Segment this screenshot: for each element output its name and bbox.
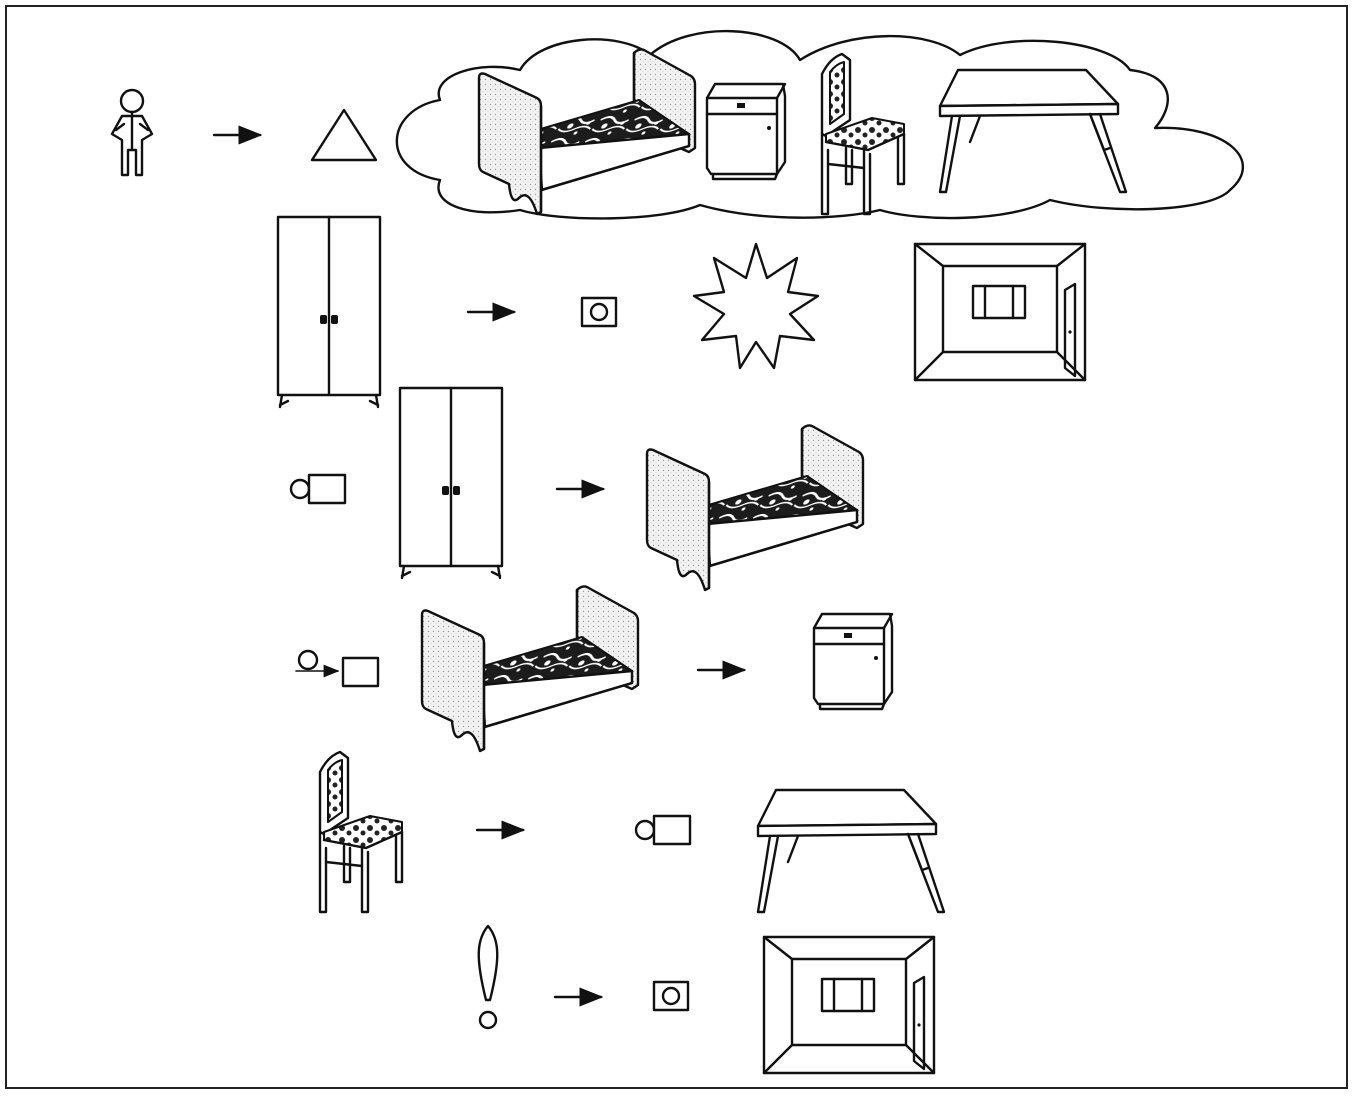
circle-box-symbol bbox=[289, 473, 347, 505]
circle-arrow-box-symbol bbox=[295, 649, 380, 688]
diagram-frame bbox=[5, 5, 1348, 1089]
wardrobe bbox=[276, 215, 382, 409]
bed bbox=[477, 48, 697, 216]
wardrobe bbox=[398, 386, 504, 580]
circle-box-symbol bbox=[634, 814, 692, 846]
star-burst-symbol bbox=[692, 242, 820, 370]
socket-symbol bbox=[652, 980, 690, 1012]
room-with-window-and-door bbox=[762, 935, 936, 1075]
cloud-of-furniture bbox=[395, 30, 1244, 220]
chair bbox=[318, 750, 404, 914]
socket-symbol bbox=[580, 296, 618, 328]
bed bbox=[420, 585, 640, 753]
exclamation-symbol bbox=[477, 924, 499, 1030]
room-with-window-and-door bbox=[913, 242, 1087, 382]
person-symbol bbox=[110, 88, 154, 177]
nightstand bbox=[705, 82, 787, 181]
bed bbox=[645, 424, 865, 592]
cloud-outline bbox=[395, 30, 1244, 220]
table bbox=[938, 68, 1128, 194]
table bbox=[756, 788, 946, 914]
nightstand bbox=[812, 612, 894, 711]
triangle-symbol bbox=[310, 108, 378, 162]
chair bbox=[820, 52, 906, 216]
